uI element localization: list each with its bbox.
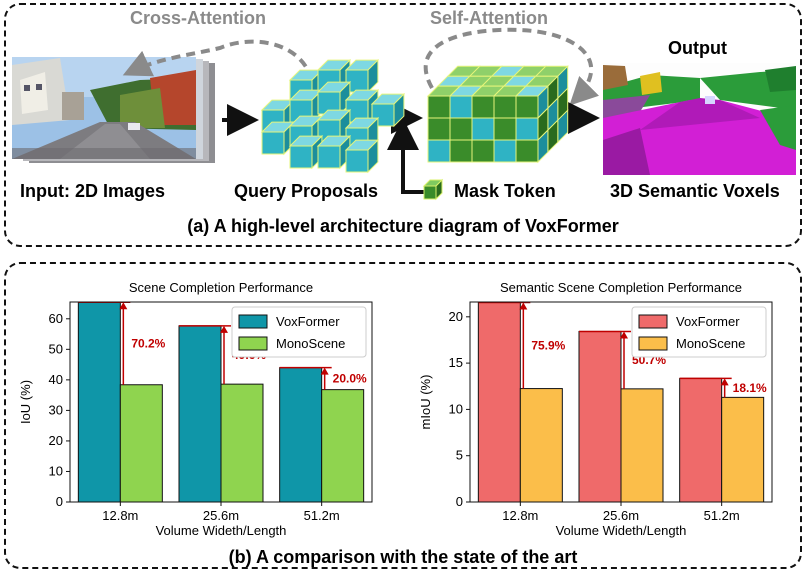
iou-title: Scene Completion Performance xyxy=(129,280,313,295)
panel-b-caption: (b) A comparison with the state of the a… xyxy=(228,547,578,567)
iou-bar-monoscene xyxy=(220,383,264,503)
iou-ytick-label: 30 xyxy=(49,402,63,417)
cross-attention-label: Cross-Attention xyxy=(130,8,266,28)
iou-xlabel: Volume Wideth/Length xyxy=(156,523,287,538)
iou-bar-monoscene xyxy=(119,384,163,503)
iou-legend-label: VoxFormer xyxy=(276,314,340,329)
self-attention-label: Self-Attention xyxy=(430,8,548,28)
miou-title: Semantic Scene Completion Performance xyxy=(500,280,742,295)
iou-xtick-label: 12.8m xyxy=(102,508,138,523)
miou-ytick-label: 10 xyxy=(449,401,463,416)
miou-xlabel: Volume Wideth/Length xyxy=(556,523,687,538)
miou-ylabel: mIoU (%) xyxy=(418,375,433,430)
miou-legend-label: MonoScene xyxy=(676,336,745,351)
miou-bar-voxformer xyxy=(679,377,723,503)
miou-gap-arrowhead xyxy=(519,302,528,310)
iou-gap-arrowhead xyxy=(320,367,329,375)
architecture-panel xyxy=(4,3,802,247)
iou-gap-label: 70.2% xyxy=(131,337,165,351)
panel-a-caption: (a) A high-level architecture diagram of… xyxy=(187,216,619,236)
iou-legend-label: MonoScene xyxy=(276,336,345,351)
miou-gap-arrowhead xyxy=(720,378,729,386)
miou-bar-monoscene xyxy=(519,388,563,503)
iou-ytick-label: 10 xyxy=(49,463,63,478)
iou-gap-label: 20.0% xyxy=(333,372,367,386)
query-proposal-cubes xyxy=(260,58,406,174)
iou-bar-voxformer xyxy=(77,301,121,503)
iou-bar-voxformer xyxy=(279,367,323,503)
iou-legend-swatch xyxy=(238,314,268,329)
iou-xtick-label: 51.2m xyxy=(304,508,340,523)
miou-xtick-label: 25.6m xyxy=(603,508,639,523)
input-image-stack xyxy=(12,57,215,163)
scene-completion-chart: Scene Completion Performance70.2%12.8m49… xyxy=(18,280,373,538)
miou-bar-monoscene xyxy=(620,388,664,503)
miou-xtick-label: 12.8m xyxy=(502,508,538,523)
input-label: Input: 2D Images xyxy=(20,181,166,201)
iou-ytick-label: 0 xyxy=(56,494,63,509)
output-label: Output xyxy=(668,38,727,58)
iou-gap-arrowhead xyxy=(220,325,228,333)
query-proposals-label: Query Proposals xyxy=(234,181,379,201)
cross-attention-arc xyxy=(122,39,314,81)
mask-token-label: Mask Token xyxy=(454,181,556,201)
miou-bar-monoscene xyxy=(721,396,765,503)
miou-bar-voxformer xyxy=(578,330,622,503)
self-attention-arc xyxy=(423,27,600,106)
iou-ytick-label: 50 xyxy=(49,341,63,356)
miou-gap-label: 18.1% xyxy=(733,381,767,395)
iou-legend-swatch xyxy=(238,336,268,351)
miou-ytick-label: 15 xyxy=(449,355,463,370)
miou-xtick-label: 51.2m xyxy=(704,508,740,523)
mask-token-icon xyxy=(422,178,444,201)
iou-xtick-label: 25.6m xyxy=(203,508,239,523)
iou-ylabel: IoU (%) xyxy=(18,380,33,424)
semantic-voxels-image xyxy=(603,63,796,175)
comparison-panel xyxy=(4,262,802,569)
miou-legend-swatch xyxy=(638,314,668,329)
semantic-scene-completion-chart: Semantic Scene Completion Performance 75.… xyxy=(418,280,773,538)
miou-bar-voxformer xyxy=(477,301,521,503)
miou-legend-label: VoxFormer xyxy=(676,314,740,329)
miou-ytick-label: 20 xyxy=(449,309,463,324)
voxel-block xyxy=(426,65,569,164)
iou-bar-monoscene xyxy=(321,389,365,503)
miou-gap-arrowhead xyxy=(620,331,628,339)
iou-gap-arrowhead xyxy=(119,302,128,310)
mask-token-arrow xyxy=(387,118,424,194)
iou-bar-voxformer xyxy=(178,325,222,503)
architecture-diagram xyxy=(12,27,796,201)
miou-gap-label: 75.9% xyxy=(531,339,565,353)
miou-axes-frame xyxy=(469,301,773,503)
iou-ytick-label: 40 xyxy=(49,372,63,387)
miou-legend-swatch xyxy=(638,336,668,351)
miou-ytick-label: 5 xyxy=(456,448,463,463)
iou-axes-frame xyxy=(69,301,373,503)
miou-ytick-label: 0 xyxy=(456,494,463,509)
iou-ytick-label: 20 xyxy=(49,433,63,448)
semantic-voxels-label: 3D Semantic Voxels xyxy=(610,181,780,201)
iou-ytick-label: 60 xyxy=(49,311,63,326)
